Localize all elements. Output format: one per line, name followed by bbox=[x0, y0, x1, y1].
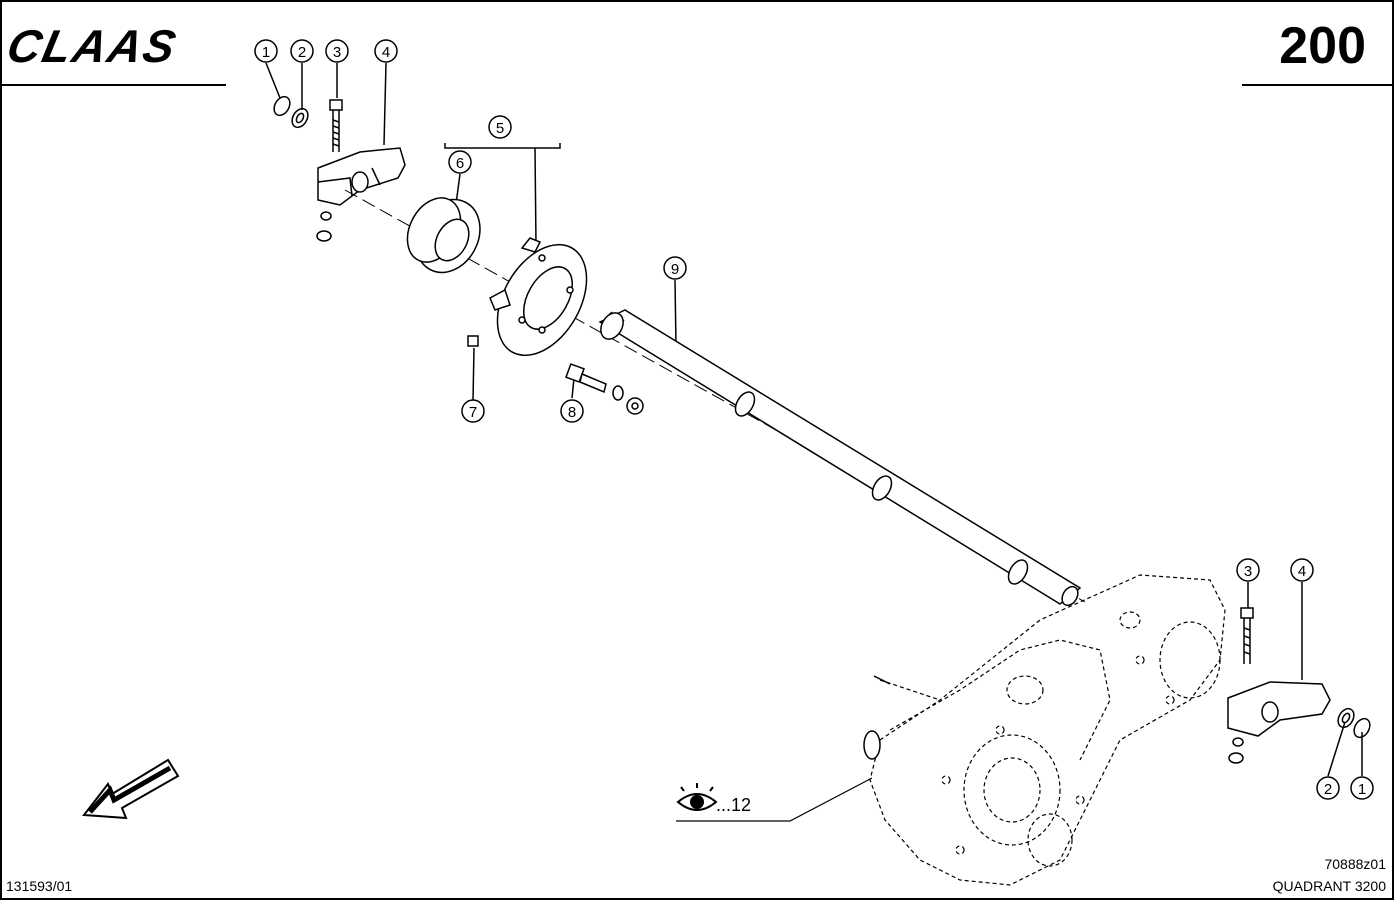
callout-6: 6 bbox=[448, 150, 472, 174]
callout-top-3: 3 bbox=[325, 39, 349, 63]
callout-top-4: 4 bbox=[374, 39, 398, 63]
eye-icon bbox=[676, 783, 718, 811]
callout-right-3: 3 bbox=[1236, 558, 1260, 582]
right-clamp-assembly bbox=[1227, 582, 1371, 777]
flange-housing bbox=[444, 143, 588, 357]
top-clamp-assembly bbox=[265, 62, 406, 242]
svg-text:1: 1 bbox=[1358, 781, 1366, 798]
direction-arrow-icon bbox=[82, 758, 180, 820]
model-name: QUADRANT 3200 bbox=[1272, 878, 1386, 894]
callout-right-1: 1 bbox=[1350, 776, 1374, 800]
svg-text:3: 3 bbox=[333, 44, 341, 61]
page-number: 200 bbox=[1279, 17, 1366, 75]
gearbox-housing bbox=[869, 574, 1226, 886]
drive-shaft bbox=[598, 279, 1082, 607]
svg-text:2: 2 bbox=[298, 44, 306, 61]
svg-text:4: 4 bbox=[1298, 563, 1306, 580]
claas-logo: CLAAS bbox=[3, 20, 182, 71]
flange-bolt bbox=[565, 363, 644, 415]
see-reference: ...12 bbox=[676, 777, 873, 822]
drawing-id: 70888z01 bbox=[1324, 856, 1386, 872]
svg-text:8: 8 bbox=[568, 404, 576, 421]
svg-text:6: 6 bbox=[456, 155, 464, 172]
svg-text:3: 3 bbox=[1244, 563, 1252, 580]
callout-right-4: 4 bbox=[1290, 558, 1314, 582]
svg-text:7: 7 bbox=[469, 404, 477, 421]
gearbox-input-spline bbox=[863, 675, 891, 760]
bearing bbox=[406, 173, 481, 274]
callout-8: 8 bbox=[560, 399, 584, 423]
svg-text:...12: ...12 bbox=[716, 795, 751, 815]
svg-text:5: 5 bbox=[496, 120, 504, 137]
svg-text:2: 2 bbox=[1324, 781, 1332, 798]
svg-text:1: 1 bbox=[262, 44, 270, 61]
document-code: 131593/01 bbox=[6, 878, 73, 894]
svg-text:CLAAS: CLAAS bbox=[3, 20, 182, 71]
svg-text:9: 9 bbox=[671, 261, 679, 278]
callout-top-1: 1 bbox=[254, 39, 278, 63]
callout-9: 9 bbox=[663, 256, 687, 280]
callout-5: 5 bbox=[488, 115, 512, 139]
callout-top-2: 2 bbox=[290, 39, 314, 63]
callout-7: 7 bbox=[461, 399, 485, 423]
svg-text:4: 4 bbox=[382, 44, 390, 61]
grease-nipple bbox=[467, 335, 479, 401]
callout-right-2: 2 bbox=[1316, 776, 1340, 800]
